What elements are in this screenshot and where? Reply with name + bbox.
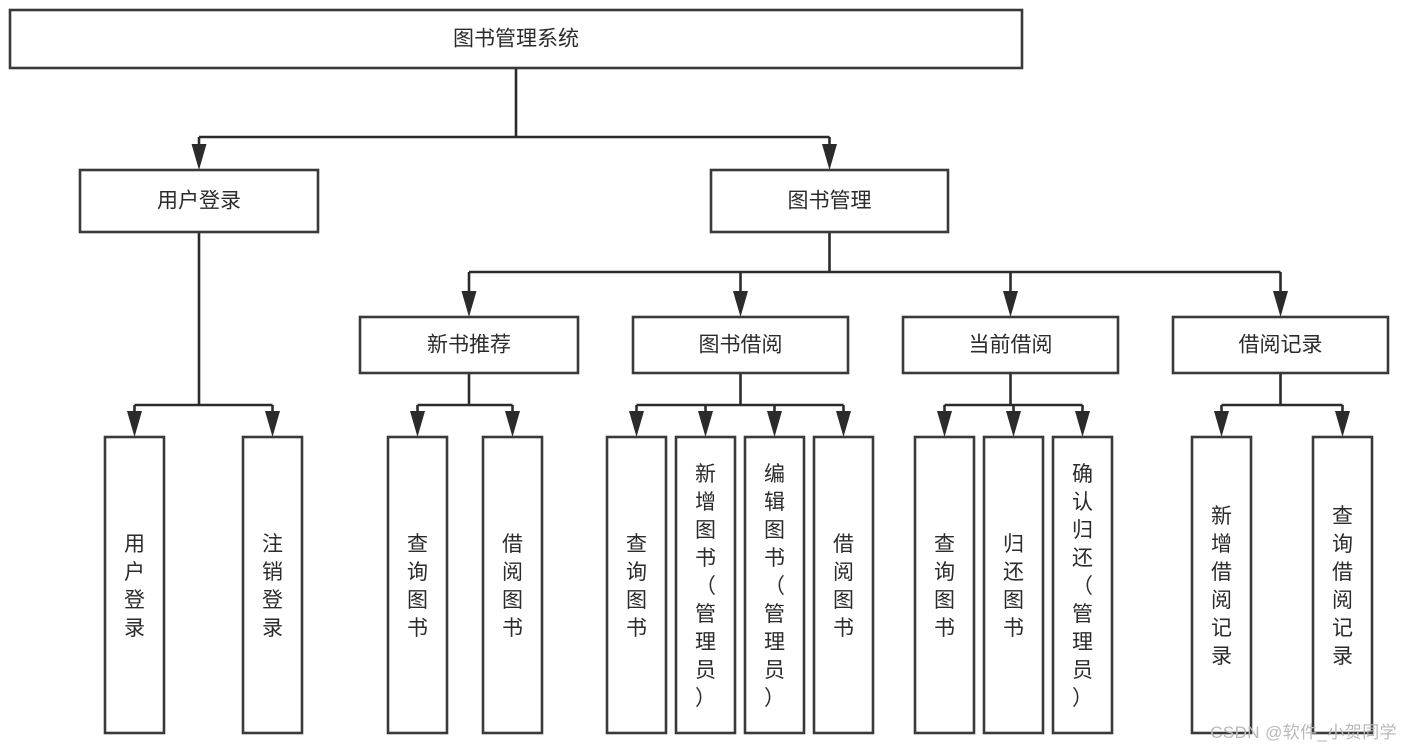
arrow-head-icon	[937, 411, 952, 437]
node-box-book-borrow[interactable]	[631, 315, 850, 375]
node-box-leaf-user-login[interactable]	[103, 435, 166, 735]
node-leaf-query-record[interactable]: 查询借阅记录	[1311, 435, 1374, 735]
arrow-head-icon	[265, 411, 280, 437]
arrow-head-icon	[733, 291, 748, 317]
edge-group-book-manage	[461, 232, 1288, 317]
node-box-current-borrow[interactable]	[901, 315, 1120, 375]
node-root[interactable]: 图书管理系统	[8, 8, 1024, 70]
node-box-leaf-return-book[interactable]	[982, 435, 1045, 735]
arrow-head-icon	[629, 411, 644, 437]
node-label-user-login: 用户登录	[157, 190, 241, 213]
node-box-book-manage[interactable]	[709, 168, 950, 234]
node-leaf-add-book[interactable]: 新增图书（管理员）	[674, 435, 737, 735]
node-label-leaf-query-record: 查询借阅记录	[1332, 505, 1353, 668]
node-box-new-book-rec[interactable]	[358, 315, 580, 375]
arrow-head-icon	[836, 411, 851, 437]
node-box-leaf-add-record[interactable]	[1190, 435, 1253, 735]
nodes-layer: 图书管理系统用户登录图书管理新书推荐图书借阅当前借阅借阅记录用户登录注销登录查询…	[8, 8, 1390, 735]
node-leaf-edit-book[interactable]: 编辑图书（管理员）	[743, 435, 806, 735]
node-leaf-query-book-rec[interactable]: 查询图书	[386, 435, 449, 735]
node-leaf-borrow-book[interactable]: 借阅图书	[812, 435, 875, 735]
node-box-leaf-query-record[interactable]	[1311, 435, 1374, 735]
node-label-leaf-borrow-book: 借阅图书	[833, 533, 854, 640]
node-box-leaf-query-book-cur[interactable]	[913, 435, 976, 735]
node-box-leaf-edit-book[interactable]	[743, 435, 806, 735]
node-box-user-login[interactable]	[78, 168, 320, 234]
arrow-head-icon	[191, 144, 207, 170]
node-label-leaf-query-book-cur: 查询图书	[934, 533, 955, 640]
node-user-login[interactable]: 用户登录	[78, 168, 320, 234]
arrow-head-icon	[1003, 291, 1018, 317]
node-label-current-borrow: 当前借阅	[969, 334, 1053, 357]
edge-group-new-book-rec	[410, 373, 520, 437]
node-label-leaf-user-login: 用户登录	[124, 533, 145, 640]
node-box-leaf-add-book[interactable]	[674, 435, 737, 735]
node-label-leaf-confirm-return: 确认归还（管理员）	[1072, 463, 1093, 710]
arrow-head-icon	[1273, 291, 1288, 317]
node-box-leaf-confirm-return[interactable]	[1051, 435, 1114, 735]
node-borrow-record[interactable]: 借阅记录	[1171, 315, 1390, 375]
node-leaf-borrow-book-rec[interactable]: 借阅图书	[481, 435, 544, 735]
node-leaf-add-record[interactable]: 新增借阅记录	[1190, 435, 1253, 735]
arrow-head-icon	[1075, 411, 1090, 437]
arrow-head-icon	[1006, 411, 1021, 437]
node-box-leaf-logout[interactable]	[241, 435, 304, 735]
node-book-borrow[interactable]: 图书借阅	[631, 315, 850, 375]
node-label-leaf-return-book: 归还图书	[1003, 533, 1024, 640]
node-new-book-rec[interactable]: 新书推荐	[358, 315, 580, 375]
arrow-head-icon	[505, 411, 520, 437]
node-box-leaf-borrow-book[interactable]	[812, 435, 875, 735]
node-box-leaf-query-book[interactable]	[605, 435, 668, 735]
arrow-head-icon	[698, 411, 713, 437]
arrow-head-icon	[1214, 411, 1229, 437]
edge-group-borrow-record	[1214, 373, 1350, 437]
node-label-leaf-edit-book: 编辑图书（管理员）	[764, 463, 785, 710]
node-label-root: 图书管理系统	[453, 28, 579, 51]
arrow-head-icon	[767, 411, 782, 437]
node-leaf-query-book-cur[interactable]: 查询图书	[913, 435, 976, 735]
node-box-root[interactable]	[8, 8, 1024, 70]
edge-group-book-borrow	[629, 373, 851, 437]
edge-group-current-borrow	[937, 373, 1090, 437]
node-leaf-logout[interactable]: 注销登录	[241, 435, 304, 735]
node-label-leaf-add-book: 新增图书（管理员）	[695, 463, 716, 710]
node-label-new-book-rec: 新书推荐	[427, 334, 511, 357]
node-label-borrow-record: 借阅记录	[1239, 334, 1323, 357]
node-box-borrow-record[interactable]	[1171, 315, 1390, 375]
arrow-head-icon	[1335, 411, 1350, 437]
edge-group-root	[191, 68, 837, 170]
node-label-book-borrow: 图书借阅	[699, 334, 783, 357]
node-label-leaf-borrow-book-rec: 借阅图书	[502, 533, 523, 640]
node-leaf-user-login[interactable]: 用户登录	[103, 435, 166, 735]
node-box-leaf-borrow-book-rec[interactable]	[481, 435, 544, 735]
node-box-leaf-query-book-rec[interactable]	[386, 435, 449, 735]
node-label-leaf-add-record: 新增借阅记录	[1211, 505, 1232, 668]
node-leaf-return-book[interactable]: 归还图书	[982, 435, 1045, 735]
arrow-head-icon	[461, 291, 477, 317]
node-book-manage[interactable]: 图书管理	[709, 168, 950, 234]
node-label-leaf-query-book: 查询图书	[626, 533, 647, 640]
watermark-label: CSDN @软件_小贺同学	[1210, 723, 1397, 742]
node-leaf-confirm-return[interactable]: 确认归还（管理员）	[1051, 435, 1114, 735]
arrow-head-icon	[127, 411, 142, 437]
arrow-head-icon	[410, 411, 425, 437]
edges-layer	[127, 68, 1350, 437]
node-label-book-manage: 图书管理	[788, 190, 872, 213]
node-label-leaf-logout: 注销登录	[262, 533, 283, 640]
node-label-leaf-query-book-rec: 查询图书	[407, 533, 428, 640]
node-current-borrow[interactable]: 当前借阅	[901, 315, 1120, 375]
arrow-head-icon	[822, 144, 837, 170]
edge-group-user-login	[127, 232, 280, 437]
node-leaf-query-book[interactable]: 查询图书	[605, 435, 668, 735]
